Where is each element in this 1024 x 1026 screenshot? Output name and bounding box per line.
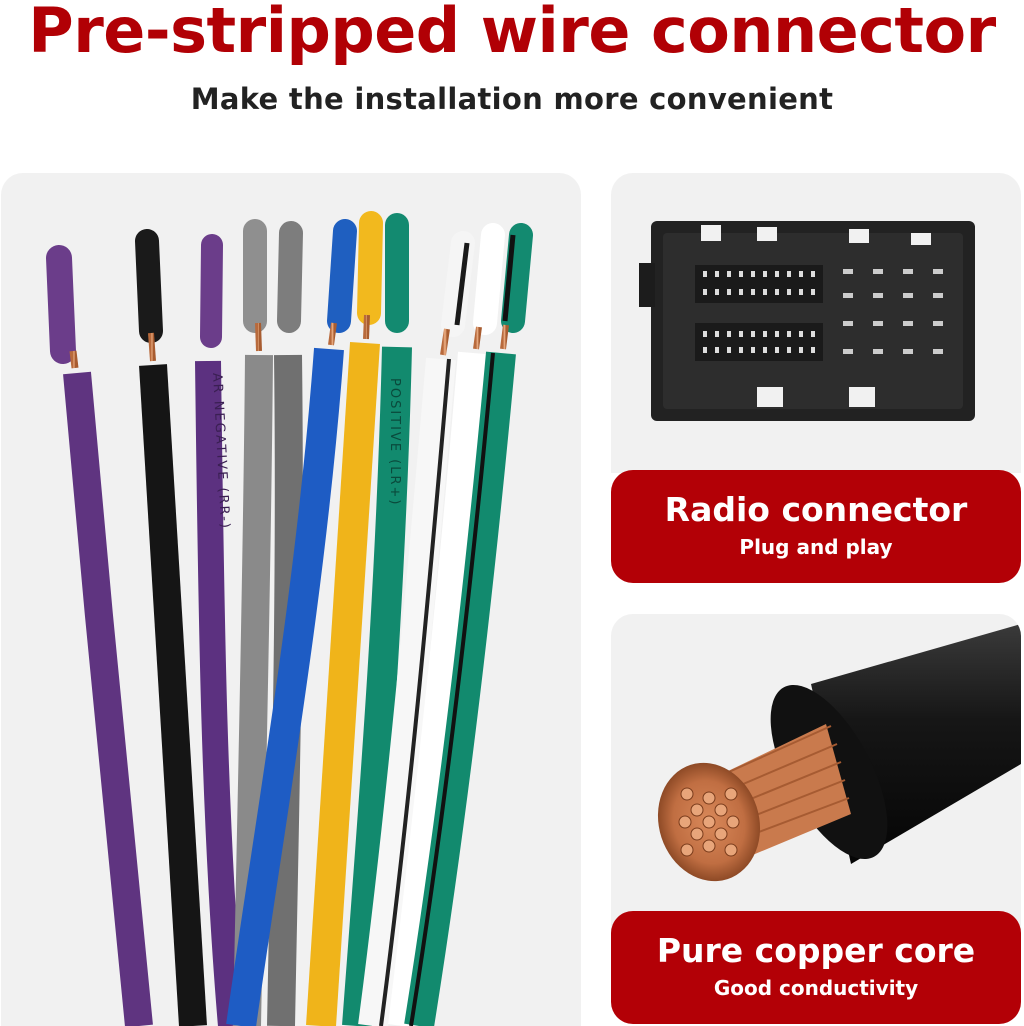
feature-subtitle: Plug and play [739, 535, 893, 559]
feature-title: Radio connector [664, 490, 968, 529]
feature-title: Pure copper core [656, 931, 976, 970]
wires-image-panel: AR NEGATIVE (RR-) POSITIVE (LR+) [1, 173, 581, 1026]
connector-pins-right [843, 269, 943, 354]
white-black-wire [358, 231, 475, 1026]
copper-core-illustration [657, 624, 1021, 882]
yellow-wire [306, 211, 383, 1026]
black-wire-1 [135, 229, 207, 1026]
purple-wire-2 [195, 234, 244, 1026]
green-black-wire [404, 223, 533, 1026]
wires-illustration: AR NEGATIVE (RR-) POSITIVE (LR+) [46, 211, 533, 1026]
feature-radio-connector: Radio connector Plug and play [611, 470, 1021, 583]
page-title: Pre-stripped wire connector [28, 0, 996, 67]
blue-wire [226, 219, 357, 1026]
purple-wire [46, 245, 153, 1026]
wire-marking-green: POSITIVE (LR+) [387, 378, 402, 506]
connector-image-panel [611, 173, 1021, 473]
feature-subtitle: Good conductivity [713, 976, 919, 1000]
feature-copper-core: Pure copper core Good conductivity [611, 911, 1021, 1024]
green-wire [342, 213, 412, 1026]
radio-connector-illustration [639, 221, 975, 421]
copper-core-image-panel [611, 614, 1021, 944]
page-subtitle: Make the installation more convenient [190, 82, 834, 116]
white-wire [388, 223, 505, 1026]
